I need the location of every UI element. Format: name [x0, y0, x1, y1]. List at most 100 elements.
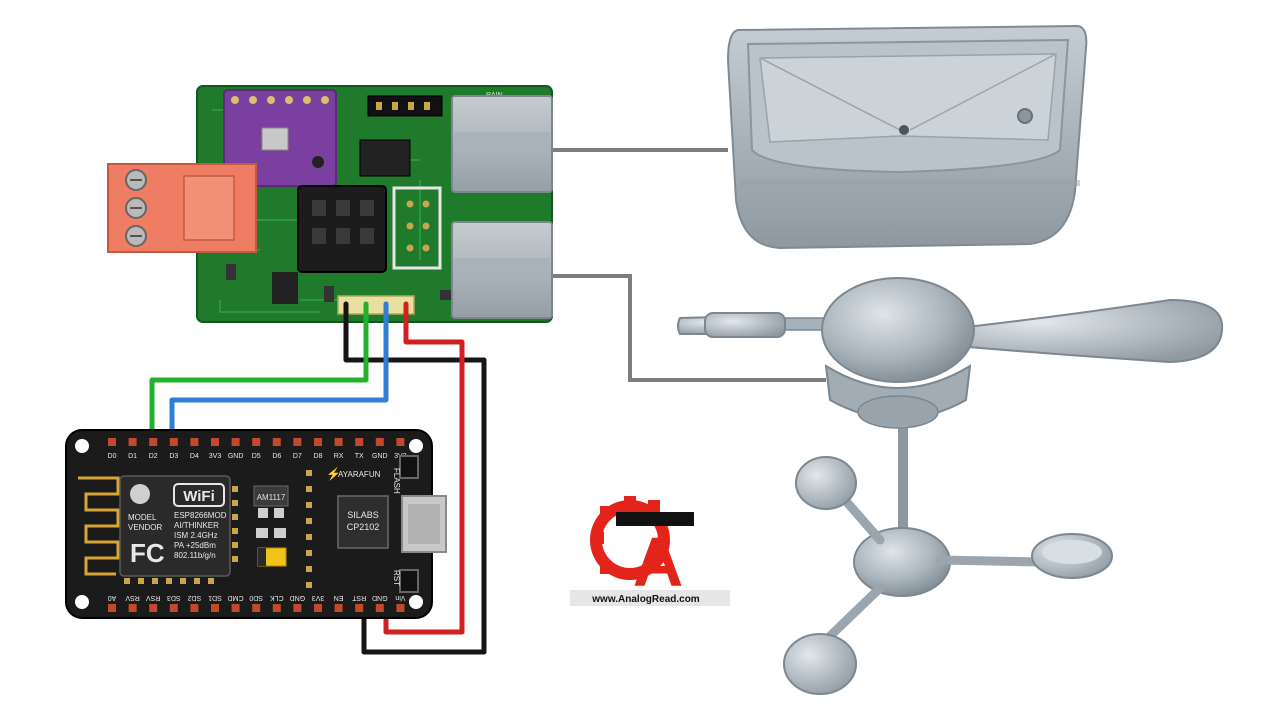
pin-label-bottom: SD3 — [167, 594, 181, 601]
rst-label: RST — [392, 570, 401, 586]
chip-line: CP2102 — [347, 522, 380, 532]
voltage-regulator — [253, 485, 289, 507]
pin-header-bottom[interactable] — [272, 604, 281, 612]
module-line: ESP8266MOD — [174, 511, 227, 520]
wires — [149, 301, 487, 655]
pin-header-bottom[interactable] — [231, 604, 240, 612]
pin-label-bottom: GND — [372, 594, 388, 601]
pin-header-top[interactable] — [334, 438, 343, 446]
pin-header-top[interactable] — [231, 438, 240, 446]
pin-header-bottom[interactable] — [108, 604, 116, 612]
pin-header-top[interactable] — [293, 438, 302, 446]
top-pin-row: D0D1D2D3D43V3GNDD5D6D7D8RXTXGND3V3 — [108, 438, 407, 460]
pin-header-top[interactable] — [190, 438, 199, 446]
pin-label-bottom: EN — [334, 594, 344, 601]
pin-label-bottom: RSV — [146, 594, 161, 601]
esp-shield — [119, 475, 231, 577]
logo-url: www.AnalogRead.com — [591, 594, 700, 605]
analogread-logo: A www.AnalogRead.com — [570, 496, 730, 606]
pin-label-bottom: CLK — [270, 594, 284, 601]
pin-label-top: D1 — [128, 453, 137, 460]
pin-header-bottom[interactable] — [375, 604, 384, 612]
pin-header-top[interactable] — [169, 438, 178, 446]
pin-label-bottom: Vin — [395, 594, 405, 601]
pin-label-bottom: RSV — [125, 594, 140, 601]
wind-vane-and-anemometer — [677, 277, 1224, 695]
wifi-label: WiFi — [183, 488, 215, 505]
module-line: AI/THINKER — [174, 521, 219, 530]
pin-label-top: D5 — [252, 453, 261, 460]
pin-label-top: GND — [372, 453, 388, 460]
pin-label-top: GND — [228, 453, 244, 460]
module-line: 802.11b/g/n — [174, 551, 216, 560]
pin-header-bottom[interactable] — [252, 604, 261, 612]
logo-letter: A — [633, 523, 684, 601]
top-pin-header — [367, 95, 443, 117]
bottom-pin-row: A0 RSV RSV SD3 SD2 SD1 CMD SD0 CLK GND 3V3 EN RST GND… — [108, 594, 405, 612]
pin-label-bottom: SD1 — [208, 594, 222, 601]
pin-header-bottom[interactable] — [211, 604, 219, 612]
pin-header-bottom[interactable] — [128, 604, 137, 612]
lightning-icon: ⚡ — [326, 467, 341, 481]
pin-header-bottom[interactable] — [334, 604, 343, 612]
pin-label-bottom: 3V3 — [312, 594, 325, 601]
pin-header-bottom[interactable] — [293, 604, 302, 612]
shield-line: VENDOR — [128, 523, 162, 532]
pin-label-top: D2 — [149, 453, 158, 460]
chip-line: SILABS — [347, 510, 379, 520]
pin-header-top[interactable] — [396, 438, 405, 446]
pin-header-top[interactable] — [108, 438, 116, 446]
pin-label-bottom: SD0 — [249, 594, 263, 601]
pin-header-top[interactable] — [314, 438, 322, 446]
pin-header-bottom[interactable] — [355, 604, 364, 612]
shield-line: MODEL — [128, 513, 157, 522]
pin-label-bottom: CMD — [228, 594, 244, 601]
wire-black — [343, 301, 487, 655]
output-connector — [337, 295, 415, 315]
wire-red — [383, 301, 465, 635]
reset-button[interactable] — [399, 569, 419, 593]
flash-label: FLASH — [392, 468, 401, 494]
pin-label-top: D3 — [169, 453, 178, 460]
module-line: ISM 2.4GHz — [174, 531, 218, 540]
pin-label-top: D7 — [293, 453, 302, 460]
pin-header-bottom[interactable] — [190, 604, 199, 612]
flash-button[interactable] — [399, 455, 419, 479]
pin-label-bottom: SD2 — [187, 594, 201, 601]
pin-header-top[interactable] — [128, 438, 137, 446]
usb-uart-chip — [337, 495, 389, 549]
rain-gauge — [726, 24, 1088, 250]
sensor-cables — [552, 148, 826, 382]
pin-label-top: 3V3 — [209, 453, 222, 460]
pin-label-bottom: RST — [351, 594, 366, 601]
pin-header-top[interactable] — [149, 438, 158, 446]
pin-header-bottom[interactable] — [314, 604, 322, 612]
pin-label-top: D4 — [190, 453, 199, 460]
pin-header-bottom[interactable] — [396, 604, 405, 612]
pin-header-top[interactable] — [272, 438, 281, 446]
nodemcu-board: D0D1D2D3D43V3GNDD5D6D7D8RXTXGND3V3 A0RSV… — [65, 429, 447, 619]
regulator-label: AM1117 — [257, 493, 286, 502]
pin-header-top[interactable] — [375, 438, 384, 446]
pin-header-bottom[interactable] — [169, 604, 178, 612]
pin-header-top[interactable] — [355, 438, 364, 446]
fc-label: FC — [130, 538, 165, 568]
brand-label: AYARAFUN — [338, 470, 381, 479]
pin-label-bottom: A0 — [108, 594, 117, 601]
pin-header-bottom[interactable] — [149, 604, 158, 612]
interface-board: RAIN — [107, 85, 553, 323]
screw-terminal — [107, 163, 257, 253]
module-line: PA +25dBm — [174, 541, 216, 550]
pin-header-top[interactable] — [211, 438, 219, 446]
pin-header-top[interactable] — [252, 438, 261, 446]
pcb-antenna — [78, 476, 120, 576]
pin-label-top: D0 — [108, 453, 117, 460]
wire-green — [149, 301, 369, 443]
pin-label-top: D6 — [272, 453, 281, 460]
pin-label-top: D8 — [314, 453, 323, 460]
pin-label-top: TX — [355, 453, 364, 460]
pin-label-bottom: GND — [290, 594, 306, 601]
wire-blue — [169, 301, 389, 443]
pin-label-top: RX — [334, 453, 344, 460]
